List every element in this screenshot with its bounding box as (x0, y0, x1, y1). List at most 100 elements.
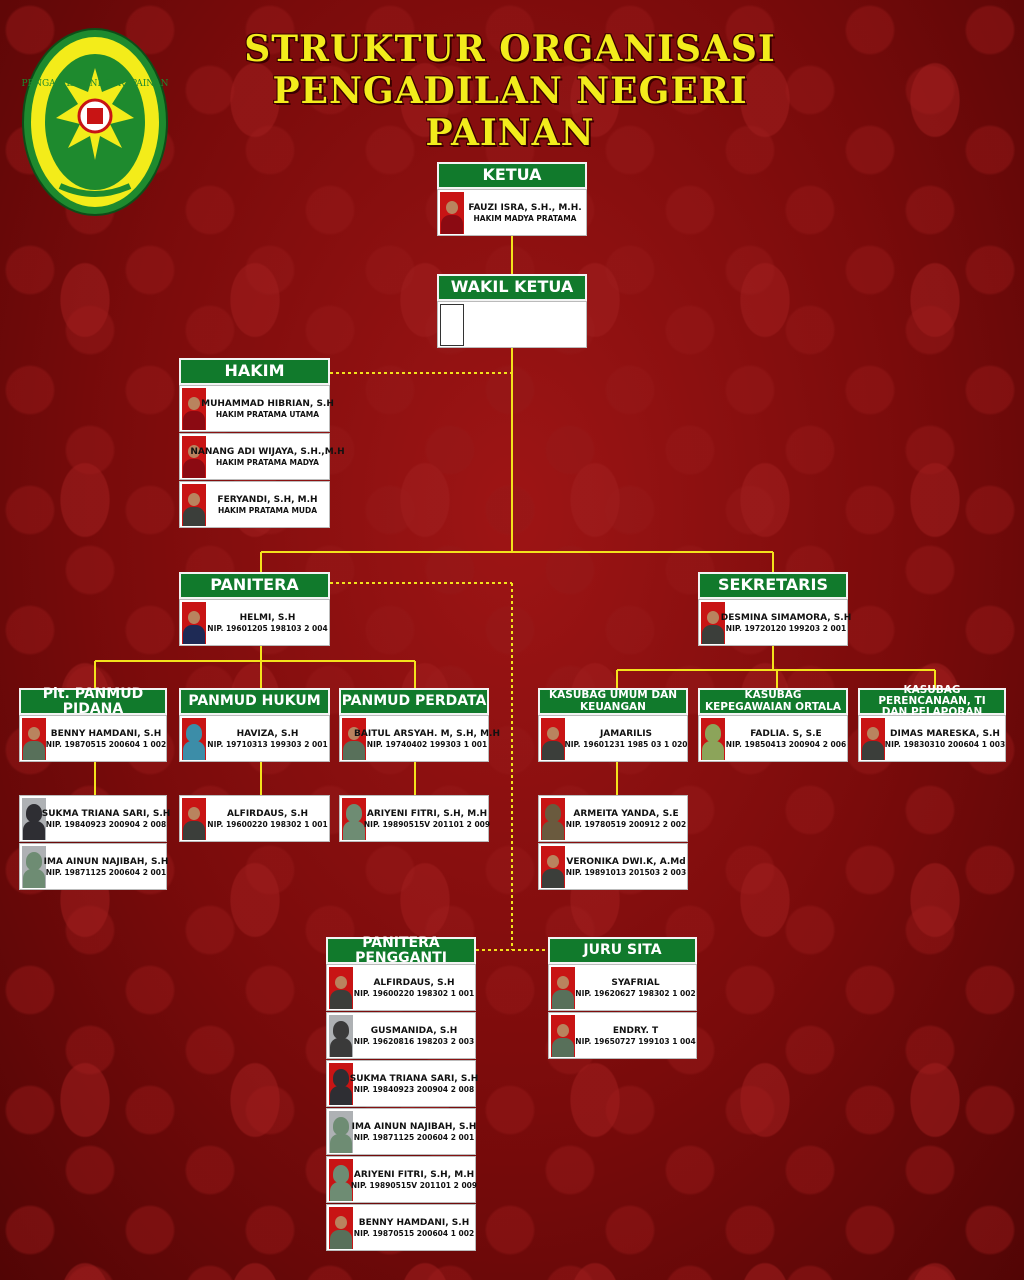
person-nip: NIP. 19890515V 201101 2 009 (363, 819, 491, 829)
pidana-staff-card: IMA AINUN NAJIBAH, S.H NIP. 19871125 200… (19, 843, 169, 890)
person-name: MUHAMMAD HIBRIAN, S.H (201, 398, 334, 409)
title-line-1: STRUKTUR ORGANISASI (244, 28, 776, 70)
person-nip: NIP. 19601231 1985 03 1 020 (564, 739, 688, 749)
person-name: NANANG ADI WIJAYA, S.H.,M.H (190, 446, 345, 457)
person-nip: NIP. 19600220 198302 1 001 (207, 819, 328, 829)
pidana-card: BENNY HAMDANI, S.H NIP. 19870515 200604 … (19, 715, 167, 762)
sekretaris-header: SEKRETARIS (698, 572, 848, 599)
umum-header: KASUBAG UMUM DAN KEUANGAN (538, 688, 688, 715)
perdata-header: PANMUD PERDATA (339, 688, 489, 715)
person-photo (701, 718, 725, 760)
person-photo (329, 1063, 353, 1105)
person-photo (541, 718, 565, 760)
person-name: JAMARILIS (599, 728, 653, 739)
wakil-ketua-header: WAKIL KETUA (437, 274, 587, 301)
person-nip: NIP. 19720120 199203 2 001 (725, 623, 847, 633)
person-photo (440, 192, 464, 234)
pengganti-card: SUKMA TRIANA SARI, S.H NIP. 19840923 200… (326, 1060, 479, 1107)
person-photo (22, 798, 46, 840)
logo-text: PENGADILAN NEGERI PAINAN (21, 79, 168, 89)
person-name: DIMAS MARESKA, S.H (890, 728, 1000, 739)
person-photo (182, 798, 206, 840)
umum-staff-card: VERONIKA DWI.K, A.Md NIP. 19891013 20150… (538, 843, 688, 890)
person-nip: NIP. 19890515V 201101 2 009 (350, 1180, 478, 1190)
person-name: HAVIZA, S.H (236, 728, 299, 739)
person-photo (182, 388, 206, 430)
person-photo (342, 718, 366, 760)
person-name: BAITUL ARSYAH. M, S.H, M.H (354, 728, 500, 739)
hukum-header: PANMUD HUKUM (179, 688, 330, 715)
person-name: VERONIKA DWI.K, A.Md (566, 856, 686, 867)
person-nip: NIP. 19871125 200604 2 001 (353, 1132, 475, 1142)
person-photo (541, 846, 565, 888)
page-title: STRUKTUR ORGANISASI PENGADILAN NEGERI PA… (200, 28, 820, 154)
person-name: ARIYENI FITRI, S.H, M.H (366, 808, 488, 819)
pengganti-header: PANITERA PENGGANTI (326, 935, 476, 965)
person-photo (551, 967, 575, 1009)
person-photo (329, 1207, 353, 1249)
panitera-header: PANITERA (179, 572, 330, 599)
pidana-header: Plt. PANMUD PIDANA (19, 686, 167, 716)
court-emblem-icon: PENGADILAN NEGERI PAINAN (21, 28, 169, 216)
perencanaan-header: KASUBAG PERENCANAAN, TI DAN PELAPORAN (858, 684, 1006, 718)
jurusita-card: ENDRY. T NIP. 19650727 199103 1 004 (548, 1012, 697, 1059)
person-photo (329, 1015, 353, 1057)
person-name: SUKMA TRIANA SARI, S.H (41, 808, 171, 819)
pengganti-card: ALFIRDAUS, S.H NIP. 19600220 198302 1 00… (326, 964, 476, 1011)
hakim-header: HAKIM (179, 358, 330, 385)
person-nip: NIP. 19891013 201503 2 003 (565, 867, 687, 877)
person-nip: NIP. 19600220 198302 1 001 (353, 988, 475, 998)
pengganti-card: BENNY HAMDANI, S.H NIP. 19870515 200604 … (326, 1204, 476, 1251)
person-nip: NIP. 19780519 200912 2 002 (565, 819, 687, 829)
person-photo (551, 1015, 575, 1057)
person-name: ARIYENI FITRI, S.H, M.H (353, 1169, 475, 1180)
pengganti-card: ARIYENI FITRI, S.H, M.H NIP. 19890515V 2… (326, 1156, 478, 1203)
person-name: BENNY HAMDANI, S.H (358, 1217, 470, 1228)
person-position: HAKIM PRATAMA MUDA (217, 505, 318, 515)
person-nip: NIP. 19830310 200604 1 003 (884, 739, 1006, 749)
person-photo (701, 602, 725, 644)
person-name: BENNY HAMDANI, S.H (50, 728, 162, 739)
perdata-staff-card: ARIYENI FITRI, S.H, M.H NIP. 19890515V 2… (339, 795, 491, 842)
person-nip: NIP. 19740402 199303 1 001 (366, 739, 488, 749)
pengganti-card: GUSMANIDA, S.H NIP. 19620816 198203 2 00… (326, 1012, 476, 1059)
person-photo (342, 798, 366, 840)
ketua-header: KETUA (437, 162, 587, 189)
ketua-card: FAUZI ISRA, S.H., M.H. HAKIM MADYA PRATA… (437, 189, 587, 236)
pengganti-card: IMA AINUN NAJIBAH, S.H NIP. 19871125 200… (326, 1108, 476, 1155)
person-photo (329, 1159, 353, 1201)
jurusita-header: JURU SITA (548, 937, 697, 964)
person-name: SUKMA TRIANA SARI, S.H (349, 1073, 479, 1084)
person-name: ARMEITA YANDA, S.E (573, 808, 679, 819)
hakim-card: FERYANDI, S.H, M.H HAKIM PRATAMA MUDA (179, 481, 330, 528)
kepegawaian-card: FADLIA. S, S.E NIP. 19850413 200904 2 00… (698, 715, 848, 762)
person-nip: NIP. 19620627 198302 1 002 (575, 988, 696, 998)
kepegawaian-header: KASUBAG KEPEGAWAIAN ORTALA (698, 688, 848, 715)
person-position: HAKIM MADYA PRATAMA (473, 213, 577, 223)
person-photo (22, 718, 46, 760)
person-photo (182, 484, 206, 526)
person-nip: NIP. 19870515 200604 1 002 (45, 739, 167, 749)
person-nip: NIP. 19871125 200604 2 001 (45, 867, 167, 877)
person-nip: NIP. 19601205 198103 2 004 (207, 623, 328, 633)
person-photo (22, 846, 46, 888)
person-nip: NIP. 19620816 198203 2 003 (353, 1036, 475, 1046)
perencanaan-card: DIMAS MARESKA, S.H NIP. 19830310 200604 … (858, 715, 1006, 762)
person-nip: NIP. 19840923 200904 2 008 (45, 819, 167, 829)
person-position: HAKIM PRATAMA UTAMA (215, 409, 320, 419)
person-name: IMA AINUN NAJIBAH, S.H (43, 856, 169, 867)
person-photo (541, 798, 565, 840)
person-position: HAKIM PRATAMA MADYA (216, 457, 319, 467)
hukum-card: HAVIZA, S.H NIP. 19710313 199303 2 001 (179, 715, 330, 762)
hakim-card: MUHAMMAD HIBRIAN, S.H HAKIM PRATAMA UTAM… (179, 385, 334, 432)
person-name: DESMINA SIMAMORA, S.H (720, 612, 852, 623)
person-nip: NIP. 19650727 199103 1 004 (575, 1036, 696, 1046)
hakim-card: NANANG ADI WIJAYA, S.H.,M.H HAKIM PRATAM… (179, 433, 345, 480)
person-nip: NIP. 19710313 199303 2 001 (207, 739, 328, 749)
person-name: ENDRY. T (612, 1025, 659, 1036)
pidana-staff-card: SUKMA TRIANA SARI, S.H NIP. 19840923 200… (19, 795, 170, 842)
person-nip: NIP. 19840923 200904 2 008 (353, 1084, 475, 1094)
person-name: ALFIRDAUS, S.H (373, 977, 455, 988)
sekretaris-card: DESMINA SIMAMORA, S.H NIP. 19720120 1992… (698, 599, 852, 646)
